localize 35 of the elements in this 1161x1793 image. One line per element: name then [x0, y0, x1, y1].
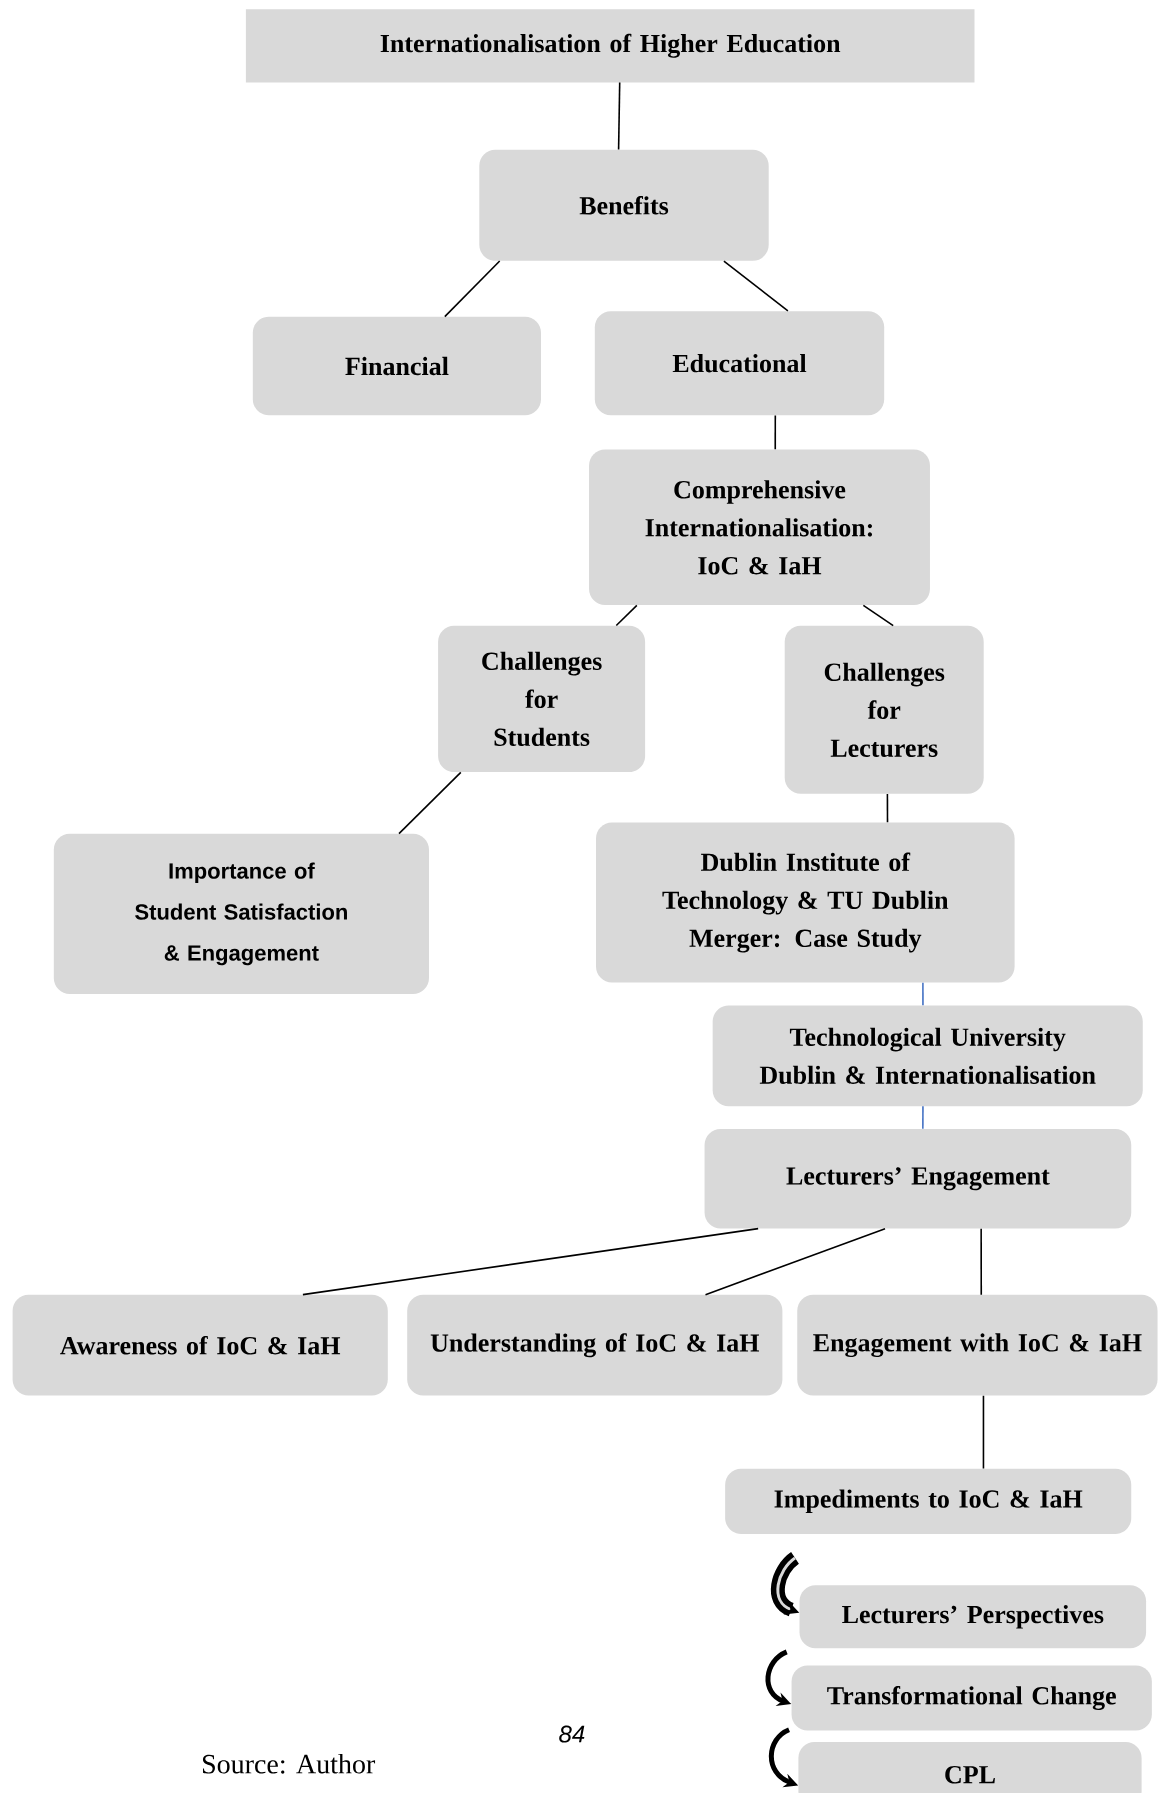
connector-line [982, 1394, 985, 1470]
process-box: Challenges for Students [438, 625, 646, 773]
process-box: Technological University Dublin & Internationalisation [712, 1005, 1143, 1107]
connector-line [398, 771, 462, 835]
connector-line [774, 414, 777, 451]
source-note: Source: Author [202, 1753, 376, 1774]
connector-line [704, 1227, 886, 1296]
connector-line [922, 981, 924, 1007]
connector-line [862, 604, 894, 627]
connector-line [980, 1227, 983, 1296]
connector-line [886, 793, 889, 824]
connector-line [302, 1227, 759, 1296]
process-box: Transformational Change [791, 1665, 1152, 1731]
connector-line [444, 260, 501, 318]
process-box: Financial [252, 316, 541, 416]
process-box: Dublin Institute of Technology & TU Dublin Merger: Case Study [596, 822, 1015, 983]
title-box: Internationalisation of Higher Education [245, 9, 975, 83]
process-box: Comprehensive Internationalisation: IoC & IaH [589, 449, 930, 606]
process-box: Understanding of IoC & IaH [407, 1294, 783, 1396]
process-box: Awareness of IoC & IaH [12, 1294, 388, 1396]
process-box: Engagement with IoC & IaH [797, 1294, 1158, 1396]
process-box: Benefits [479, 149, 769, 261]
process-box: Challenges for Lecturers [784, 625, 984, 794]
connector-line [723, 260, 789, 312]
connector-line [615, 604, 638, 627]
process-box: Educational [594, 311, 885, 416]
page-number: 84 [559, 1725, 585, 1743]
process-box: Lecturers’ Engagement [704, 1128, 1132, 1229]
process-box: Lecturers’ Perspectives [799, 1585, 1147, 1649]
process-box: CPL [798, 1742, 1142, 1793]
process-box: Impediments to IoC & IaH [725, 1468, 1132, 1534]
curved-arrow [770, 1552, 800, 1616]
connector-line [617, 81, 621, 151]
connector-line [922, 1105, 924, 1130]
process-box: Importance of Student Satisfaction & Engagement [53, 833, 429, 994]
